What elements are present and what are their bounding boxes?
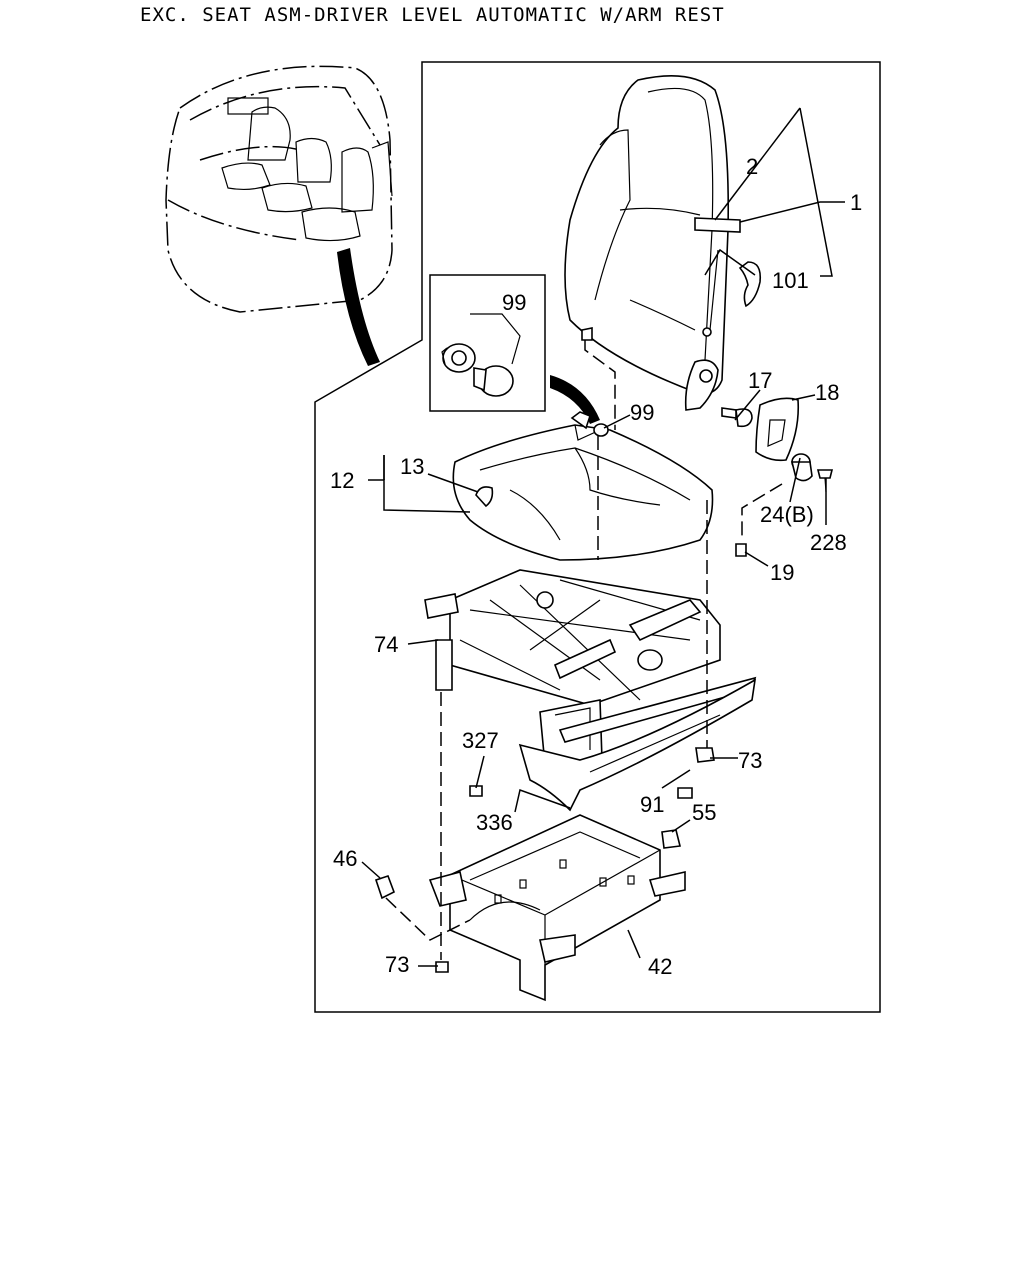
callout-73-left: 73 — [385, 952, 409, 977]
callout-19: 19 — [770, 560, 794, 585]
callout-99: 99 — [630, 400, 654, 425]
callout-17: 17 — [748, 368, 772, 393]
callout-101: 101 — [772, 268, 809, 293]
callout-2: 2 — [746, 154, 758, 179]
fasteners — [374, 436, 715, 973]
callout-99-detail: 99 — [502, 290, 526, 315]
leader-lines — [361, 107, 845, 967]
side-hardware — [721, 397, 834, 557]
seat-cushion — [452, 411, 714, 561]
callout-1: 1 — [850, 190, 862, 215]
callout-327: 327 — [462, 728, 499, 753]
detail-box-99 — [429, 274, 600, 424]
callout-74: 74 — [374, 632, 398, 657]
callout-336: 336 — [476, 810, 513, 835]
diagram-frame — [314, 61, 881, 1013]
callout-18: 18 — [815, 380, 839, 405]
pointer-arrow — [337, 248, 380, 366]
callout-12: 12 — [330, 468, 354, 493]
callout-55: 55 — [692, 800, 716, 825]
callout-labels: 1 2 101 17 18 99 99 12 13 24(B) 228 19 7… — [330, 154, 862, 979]
callout-24b: 24(B) — [760, 502, 814, 527]
callout-46: 46 — [333, 846, 357, 871]
diagram-title: EXC. SEAT ASM-DRIVER LEVEL AUTOMATIC W/A… — [140, 4, 725, 26]
callout-91: 91 — [640, 792, 664, 817]
callout-13: 13 — [400, 454, 424, 479]
callout-228: 228 — [810, 530, 847, 555]
callout-42: 42 — [648, 954, 672, 979]
cab-overview — [165, 65, 393, 366]
seat-riser — [428, 814, 686, 1002]
seat-back — [564, 75, 762, 430]
callout-73-right: 73 — [738, 748, 762, 773]
